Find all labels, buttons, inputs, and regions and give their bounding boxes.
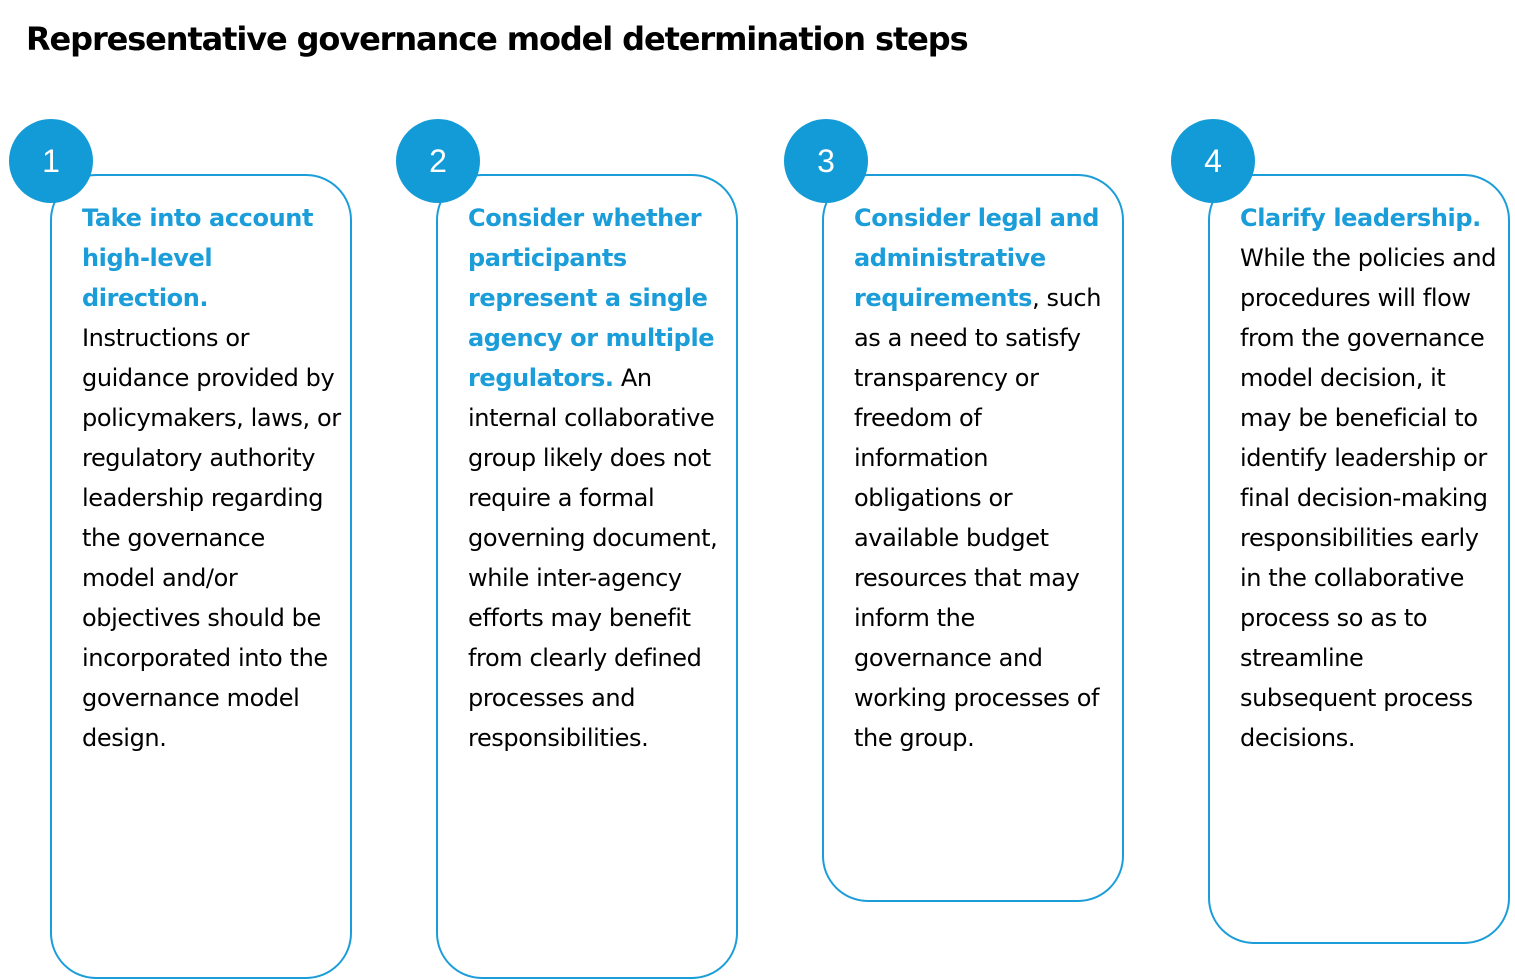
step-card: Consider whether participants represent … [436, 174, 738, 979]
step-number-badge: 2 [396, 119, 480, 203]
step-heading: Clarify leadership. [1240, 204, 1481, 232]
step-heading: Consider legal and administrative requir… [854, 204, 1100, 312]
step-heading: Take into account high-level direction. [82, 204, 314, 312]
step-heading: Consider whether participants represent … [468, 204, 715, 392]
step-description: Instructions or guidance provided by pol… [82, 324, 341, 752]
step-description: An internal collaborative group likely d… [468, 364, 718, 752]
step-number-badge: 4 [1171, 119, 1255, 203]
step-text: Consider legal and administrative requir… [854, 198, 1116, 758]
step-text: Take into account high-level direction. … [82, 198, 344, 758]
step-description: While the policies and procedures will f… [1240, 244, 1497, 752]
step-card: Clarify leadership. While the policies a… [1208, 174, 1510, 944]
step-number-badge: 3 [784, 119, 868, 203]
step-text: Clarify leadership. While the policies a… [1240, 198, 1502, 758]
step-number-badge: 1 [9, 119, 93, 203]
page-title: Representative governance model determin… [26, 20, 969, 58]
step-text: Consider whether participants represent … [468, 198, 730, 758]
step-card: Take into account high-level direction. … [50, 174, 352, 979]
step-description: , such as a need to satisfy transparency… [854, 284, 1102, 752]
step-card: Consider legal and administrative requir… [822, 174, 1124, 902]
